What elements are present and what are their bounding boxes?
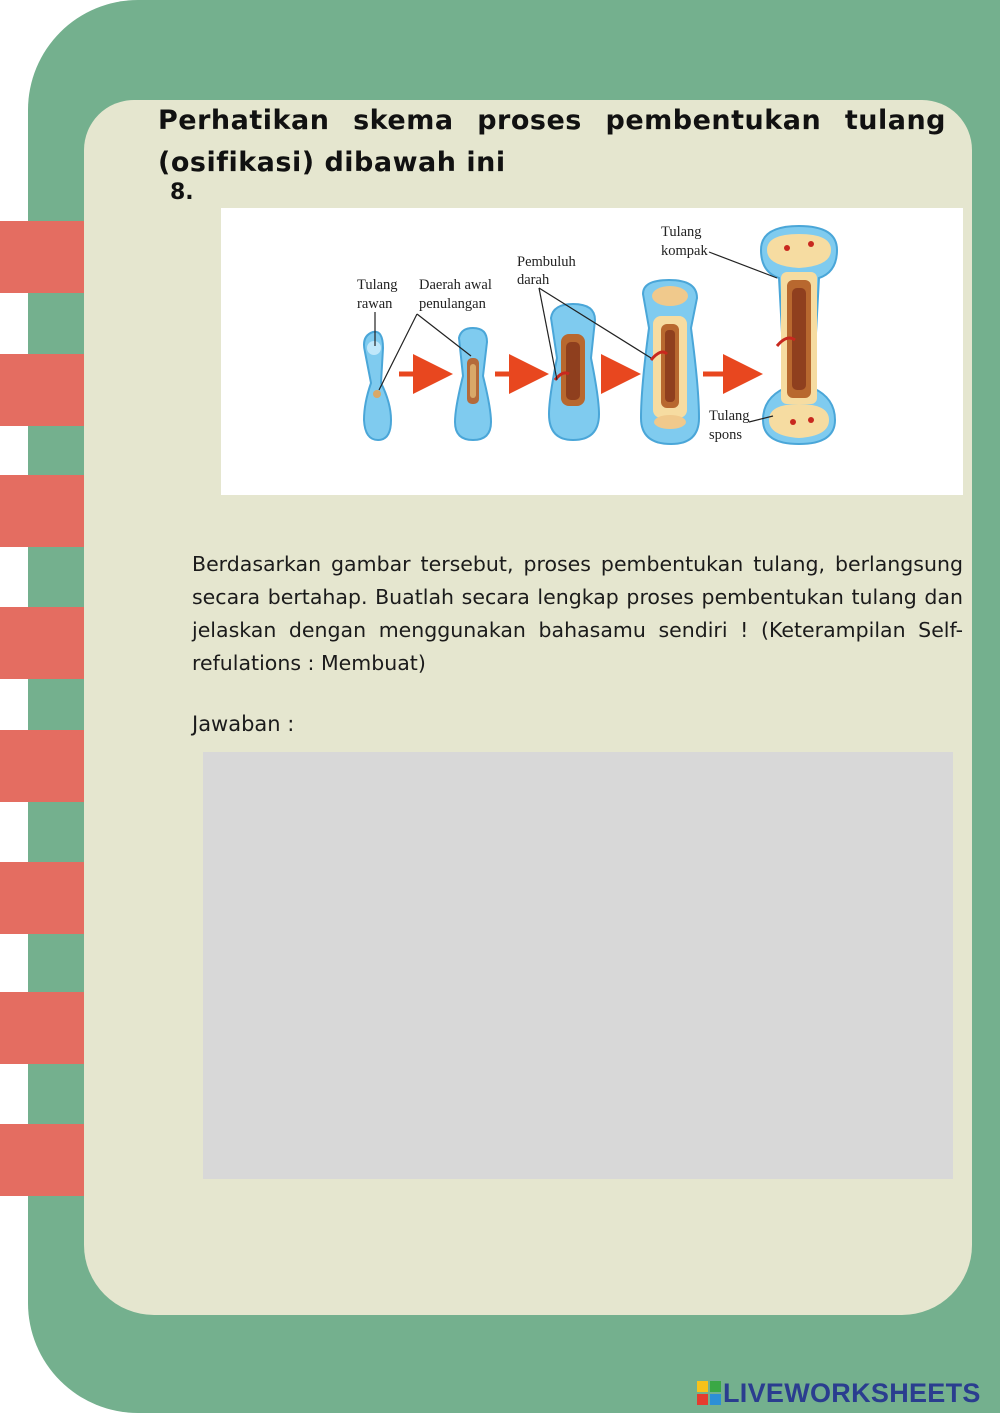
question-text: Berdasarkan gambar tersebut, proses pemb… [192, 552, 963, 675]
answer-textarea[interactable] [203, 752, 953, 1179]
label-tulang-spons: spons [709, 427, 742, 443]
question-number: 8. [170, 180, 194, 205]
label-tulang-spons: Tulang [709, 408, 750, 424]
stage-3-blood-vessel [547, 302, 601, 442]
brand-footer: LIVEWORKSHEETS [697, 1378, 981, 1408]
stage-5-mature-bone [759, 224, 839, 446]
leader-lines [374, 251, 778, 423]
label-tulang-rawan: rawan [357, 296, 393, 312]
label-tulang-rawan: Tulang [357, 277, 398, 293]
stage-2-primary-ossification [453, 326, 493, 442]
label-pembuluh-darah: Pembuluh [517, 254, 577, 270]
answer-label: Jawaban : [192, 712, 295, 736]
label-pembuluh-darah: darah [517, 272, 550, 288]
ossification-diagram: Tulang rawan Daerah awal penulangan Pemb… [221, 208, 963, 495]
liveworksheets-logo-icon [697, 1381, 721, 1405]
label-daerah-awal: Daerah awal [419, 277, 492, 293]
page-title: Perhatikan skema proses pembentukan tula… [158, 105, 946, 178]
label-tulang-kompak: kompak [661, 243, 708, 259]
brand-name: LIVEWORKSHEETS [723, 1377, 981, 1408]
stage-1-cartilage [362, 330, 393, 442]
label-tulang-kompak: Tulang [661, 224, 702, 240]
stage-4-secondary-ossification [639, 278, 701, 446]
label-daerah-awal: penulangan [419, 296, 487, 312]
